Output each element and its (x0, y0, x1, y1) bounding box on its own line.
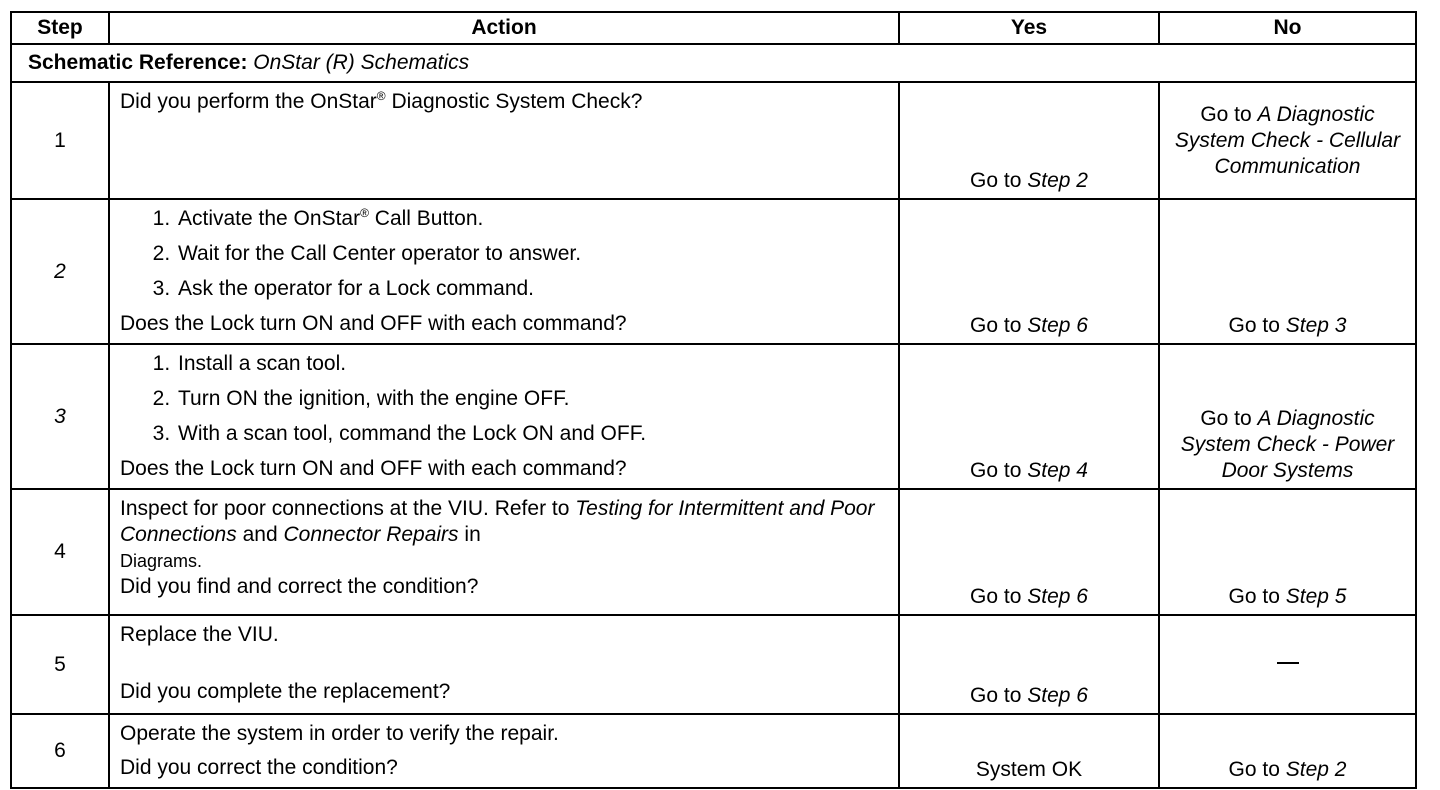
no-link[interactable]: A Diagnostic System Check - Power Door S… (1180, 407, 1395, 482)
header-no: No (1158, 11, 1417, 45)
yes-prefix: Go to (970, 585, 1028, 608)
action-cell: Operate the system in order to verify th… (108, 713, 900, 789)
yes-cell: Go to Step 4 (898, 343, 1160, 490)
yes-cell: System OK (898, 713, 1160, 789)
question-text: Did you complete the replacement? (120, 680, 451, 703)
header-step: Step (10, 11, 110, 45)
list-item: Install a scan tool. (176, 351, 888, 377)
yes-text: System OK (975, 758, 1083, 781)
no-link[interactable]: A Diagnostic System Check - Cellular Com… (1174, 102, 1401, 178)
table-row: 6 Operate the system in order to verify … (10, 713, 1417, 789)
no-cell: Go to A Diagnostic System Check - Power … (1158, 343, 1417, 490)
list-item: Ask the operator for a Lock command. (176, 276, 888, 302)
table-row: 4 Inspect for poor connections at the VI… (10, 488, 1417, 616)
list-item: Turn ON the ignition, with the engine OF… (176, 386, 888, 412)
schematic-reference-link[interactable]: OnStar (R) Schematics (253, 51, 470, 74)
no-prefix: Go to (1228, 758, 1286, 781)
list-item: Wait for the Call Center operator to ans… (176, 241, 888, 267)
table-row: 3 Install a scan tool. Turn ON the ignit… (10, 343, 1417, 490)
table-row: 1 Did you perform the OnStar® Diagnostic… (10, 81, 1417, 200)
list-item: With a scan tool, command the Lock ON an… (176, 421, 888, 447)
header-yes: Yes (898, 11, 1160, 45)
step-number: 1 (10, 81, 110, 200)
step-number: 2 (10, 198, 110, 345)
no-cell: Go to A Diagnostic System Check - Cellul… (1158, 81, 1417, 200)
step-number: 4 (10, 488, 110, 616)
yes-link[interactable]: Step 6 (1027, 585, 1088, 608)
yes-cell: Go to Step 6 (898, 198, 1160, 345)
no-cell: Go to Step 3 (1158, 198, 1417, 345)
header-action: Action (108, 11, 900, 45)
question-text: Does the Lock turn ON and OFF with each … (120, 457, 627, 480)
action-cell: Activate the OnStar® Call Button. Wait f… (108, 198, 900, 345)
yes-cell: Go to Step 2 (898, 81, 1160, 200)
question-text: Does the Lock turn ON and OFF with each … (120, 312, 627, 335)
no-cell: Go to Step 2 (1158, 713, 1417, 789)
yes-link[interactable]: Step 6 (1027, 684, 1088, 707)
no-prefix: Go to (1200, 407, 1258, 430)
no-link[interactable]: Step 2 (1285, 758, 1347, 781)
question-text: Did you correct the condition? (120, 756, 398, 779)
action-cell: Inspect for poor connections at the VIU.… (108, 488, 900, 616)
table-row: 5 Replace the VIU. Did you complete the … (10, 614, 1417, 715)
diagrams-text: Diagrams. (120, 551, 203, 571)
yes-cell: Go to Step 6 (898, 488, 1160, 616)
schematic-reference-row: Schematic Reference: OnStar (R) Schemati… (10, 43, 1417, 83)
instruction-text: Inspect for poor connections at the VIU.… (120, 497, 875, 546)
question-text: Did you find and correct the condition? (120, 575, 479, 598)
connector-repairs-link[interactable]: Connector Repairs (283, 523, 459, 546)
no-link[interactable]: Step 5 (1285, 585, 1347, 608)
registered-mark: ® (360, 206, 369, 220)
step-number: 6 (10, 713, 110, 789)
diagnostic-table: Step Action Yes No Schematic Reference: … (10, 11, 1417, 789)
no-prefix: Go to (1200, 102, 1258, 126)
dash-mark (1276, 661, 1299, 664)
no-prefix: Go to (1228, 314, 1286, 337)
procedure-list: Activate the OnStar® Call Button. Wait f… (120, 206, 888, 302)
no-prefix: Go to (1228, 585, 1286, 608)
action-cell: Did you perform the OnStar® Diagnostic S… (108, 81, 900, 200)
yes-prefix: Go to (970, 459, 1028, 482)
list-item: Activate the OnStar® Call Button. (176, 206, 888, 232)
no-link[interactable]: Step 3 (1285, 314, 1347, 337)
step-number: 3 (10, 343, 110, 490)
yes-prefix: Go to (970, 684, 1028, 707)
action-cell: Replace the VIU. Did you complete the re… (108, 614, 900, 715)
question-text: Did you perform the OnStar® Diagnostic S… (120, 89, 643, 113)
header-row: Step Action Yes No (10, 11, 1417, 45)
yes-link[interactable]: Step 2 (1027, 169, 1088, 192)
testing-intermittent-link[interactable]: Testing for Intermittent and Poor Connec… (120, 497, 875, 546)
schematic-reference-label: Schematic Reference: (28, 51, 248, 74)
no-cell (1158, 614, 1417, 715)
yes-prefix: Go to (970, 169, 1028, 192)
schematic-reference: Schematic Reference: OnStar (R) Schemati… (10, 43, 1417, 83)
table-row: 2 Activate the OnStar® Call Button. Wait… (10, 198, 1417, 345)
yes-link[interactable]: Step 6 (1027, 314, 1088, 337)
registered-mark: ® (376, 89, 386, 103)
step-number: 5 (10, 614, 110, 715)
instruction-text: Replace the VIU. (120, 623, 279, 646)
yes-link[interactable]: Step 4 (1027, 459, 1088, 482)
no-cell: Go to Step 5 (1158, 488, 1417, 616)
action-cell: Install a scan tool. Turn ON the ignitio… (108, 343, 900, 490)
procedure-list: Install a scan tool. Turn ON the ignitio… (120, 351, 888, 447)
yes-cell: Go to Step 6 (898, 614, 1160, 715)
yes-prefix: Go to (970, 314, 1028, 337)
instruction-text: Operate the system in order to verify th… (120, 722, 559, 745)
